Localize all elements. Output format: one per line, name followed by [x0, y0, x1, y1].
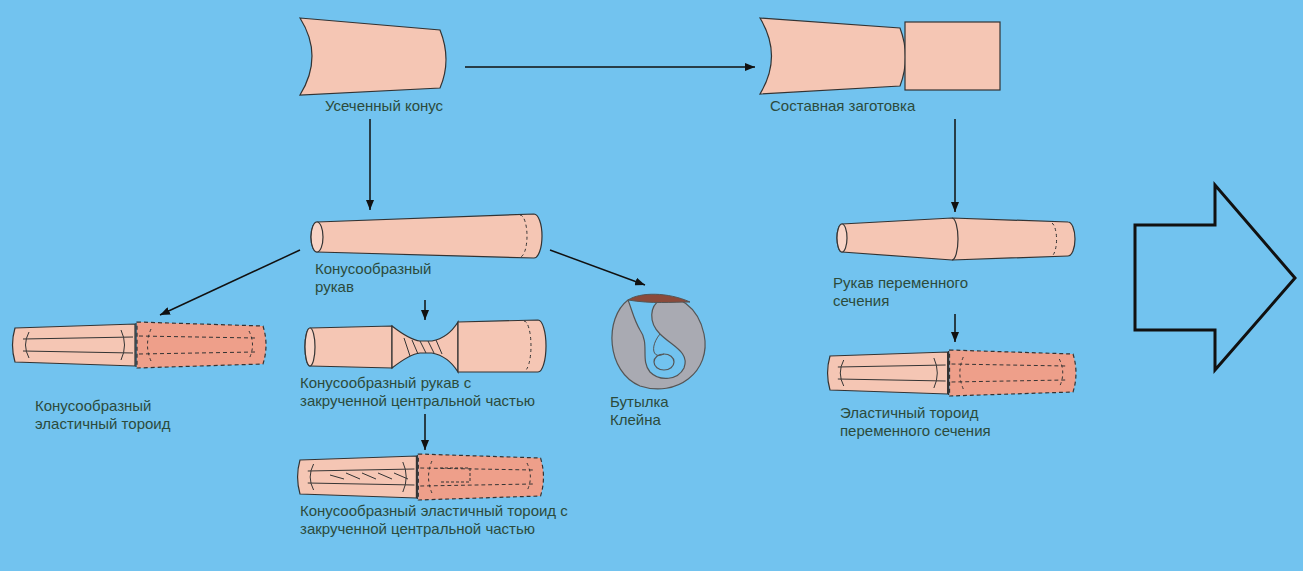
figure-item: Усеченный конус	[295, 15, 465, 119]
caption: Конусообразный рукав	[315, 260, 465, 296]
cone-sector	[760, 18, 906, 94]
caption: Эластичный тороид переменного сечения	[840, 404, 1015, 440]
twisted-sleeve	[305, 320, 546, 372]
figure-item: Эластичный тороид переменного сечения	[825, 342, 1080, 444]
cone-sector	[300, 18, 446, 95]
figure-item: Составная заготовка	[755, 15, 1005, 119]
elastic-toroid	[828, 350, 1076, 396]
figure-item: Конусообразный рукав с закрученной центр…	[295, 320, 550, 414]
cone-sleeve	[311, 214, 542, 258]
caption: Конусообразный рукав с закрученной центр…	[300, 374, 540, 410]
klein-bottle	[612, 294, 705, 389]
figure-item: Конусообразный рукав	[300, 210, 550, 300]
caption: Составная заготовка	[770, 97, 990, 115]
square-blank	[905, 22, 1000, 90]
flow-arrow	[160, 250, 300, 315]
figure-item: Конусообразный эластичный тороид с закру…	[295, 450, 585, 542]
flow-arrow	[954, 314, 956, 342]
twisted-toroid	[298, 454, 544, 500]
caption: Конусообразный эластичный тороид	[35, 397, 185, 433]
flow-arrow	[424, 414, 426, 450]
figure-item: Конусообразный эластичный тороид	[10, 315, 270, 437]
caption: Конусообразный эластичный тороид с закру…	[300, 502, 585, 538]
flow-arrow	[954, 119, 956, 212]
variable-sleeve	[837, 218, 1075, 260]
flow-arrow	[424, 300, 426, 320]
flow-arrow	[369, 119, 371, 210]
caption: Усеченный конус	[325, 97, 465, 115]
hollow-arrow	[1135, 185, 1295, 370]
figure-item: Бутылка Клейна	[600, 285, 715, 433]
elastic-toroid	[13, 322, 267, 368]
flow-arrow	[465, 66, 755, 68]
caption: Бутылка Клейна	[610, 393, 710, 429]
caption: Рукав переменного сечения	[833, 274, 1003, 310]
figure-item: Рукав переменного сечения	[825, 212, 1080, 314]
flow-arrow	[550, 250, 645, 285]
